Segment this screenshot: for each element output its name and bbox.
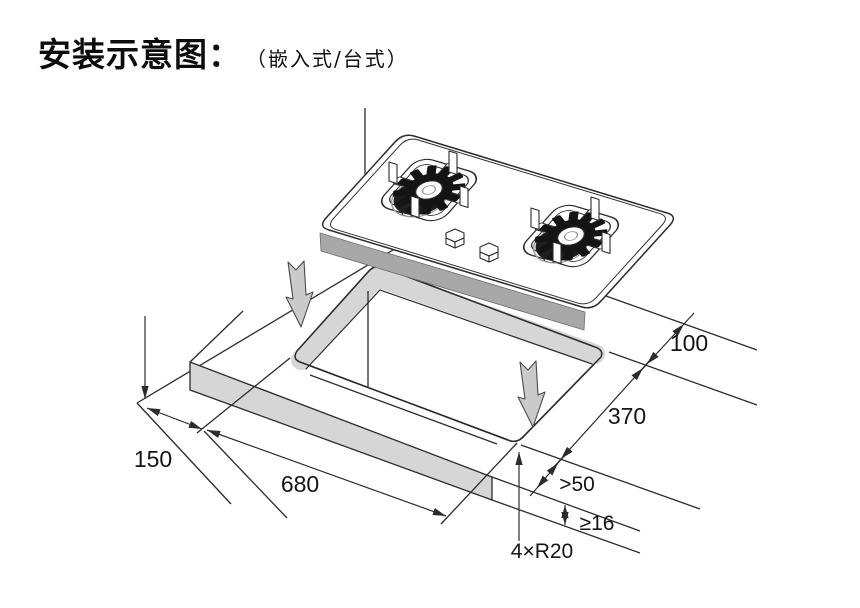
dimension-label: 150 [134, 446, 172, 472]
dimension-label: >50 [559, 473, 595, 496]
cutout-inner-wall-edge [305, 289, 593, 370]
thick-down-arrow-icon [517, 360, 546, 428]
dimension-label: ≥16 [580, 512, 615, 535]
control-knob-icon [445, 228, 465, 249]
dimension-label: 100 [670, 330, 708, 356]
cutout-inner-wall-band [291, 267, 605, 370]
pan-support-fins-right [530, 196, 611, 265]
dimension-cutout-width: 370 [553, 359, 651, 468]
thick-down-arrow-icon [285, 260, 314, 328]
dimension-min-thickness: ≥16 [491, 476, 641, 554]
dimension-cutout-length: 680 [196, 357, 518, 525]
header: 安装示意图： （嵌入式/台式） [38, 28, 409, 76]
cooktop [319, 134, 675, 331]
cooktop-body [319, 232, 586, 331]
countertop-cut-left-edge [189, 310, 244, 363]
dimensions: 150 680 100 [134, 295, 758, 563]
page-subtitle: （嵌入式/台式） [256, 47, 409, 71]
dimension-edge-overhang: 100 [605, 295, 758, 406]
dimension-side-offset: 150 [134, 316, 203, 472]
dimension-corner-radius: 4×R20 [511, 452, 573, 563]
dimension-label: 4×R20 [511, 540, 573, 563]
control-knobs [445, 228, 499, 263]
countertop-back-left-edge [136, 249, 394, 404]
dimension-front-clearance: >50 [520, 444, 701, 510]
cutout-bottom-rim-edge [309, 374, 498, 445]
page-title: 安装示意图： [38, 35, 242, 74]
dimension-label: 680 [281, 471, 319, 497]
install-arrows [285, 260, 546, 428]
dimension-label: 370 [608, 403, 646, 429]
pan-support-fins-left [388, 150, 469, 219]
glass-panel [321, 134, 675, 309]
glass-panel-inner-line [330, 138, 666, 305]
control-knob-icon [479, 242, 499, 263]
